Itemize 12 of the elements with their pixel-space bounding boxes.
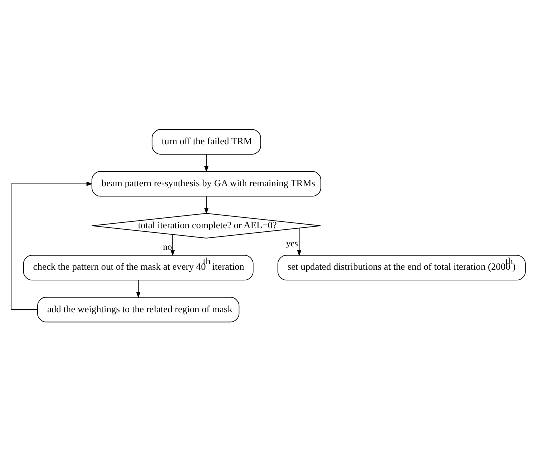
arrow <box>204 154 209 172</box>
arrow <box>297 228 302 256</box>
node-box: add the weightings to the related region of mask <box>38 296 240 322</box>
node-diamond: total iteration complete? or AEL=0? <box>92 212 322 238</box>
arrow <box>11 181 93 310</box>
node-box: beam pattern re-synthesis by GA with remaining TRMs <box>92 170 322 196</box>
arrow <box>170 234 176 256</box>
arrow <box>136 280 141 298</box>
node-box: turn off the failed TRM <box>152 128 262 154</box>
edge-label: no <box>163 241 172 252</box>
arrow <box>204 196 209 214</box>
edge-label: yes <box>286 238 298 248</box>
